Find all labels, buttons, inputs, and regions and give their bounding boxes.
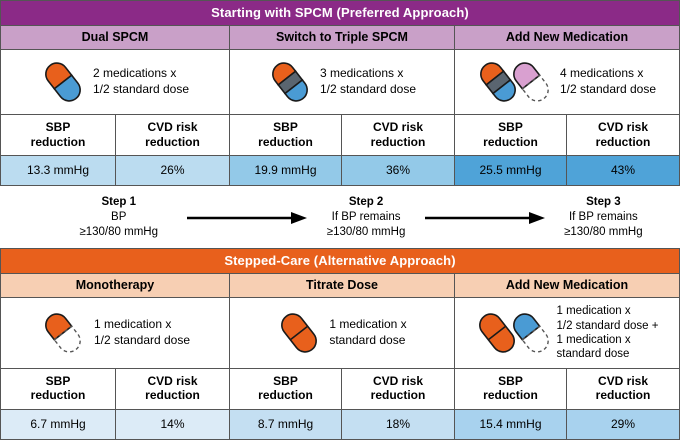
bottom-panel-column-headers: Monotherapy Titrate Dose Add New Medicat…	[1, 274, 679, 299]
metric-value-cvd-monotherapy: 14%	[115, 410, 229, 439]
metric-value-cvd-dual: 26%	[115, 156, 229, 186]
bottom-panel-metric-labels: SBP reduction CVD risk reduction SBP red…	[1, 368, 679, 410]
step-progression: Step 1 BP ≥130/80 mmHg Step 2 If BP rema…	[0, 186, 680, 249]
step-2-title: Step 2	[348, 195, 384, 208]
medication-cell-dual-spcm: 2 medications x 1/2 standard dose	[1, 50, 229, 114]
dual-capsule-orange-blue-icon	[45, 62, 81, 102]
metric-value-sbp-dual: 13.3 mmHg	[1, 156, 115, 186]
medication-description-monotherapy: 1 medication x 1/2 standard dose	[93, 317, 191, 347]
step-3: Step 3 If BP remains ≥130/80 mmHg	[545, 195, 662, 240]
step-1-detail: BP ≥130/80 mmHg	[79, 210, 158, 238]
bottom-panel-medication-row: 1 medication x 1/2 standard dose 1 medic…	[1, 298, 679, 369]
top-panel-medication-row: 2 medications x 1/2 standard dose 3 medi…	[1, 50, 679, 115]
arrow-step1-to-step2-icon	[187, 212, 308, 225]
arrow-step2-to-step3-wrap	[424, 209, 545, 225]
top-panel-title: Starting with SPCM (Preferred Approach)	[1, 1, 679, 26]
medication-cell-monotherapy: 1 medication x 1/2 standard dose	[1, 298, 229, 368]
metric-label-sbp-addnew-top: SBP reduction	[454, 115, 566, 156]
metric-value-sbp-monotherapy: 6.7 mmHg	[1, 410, 115, 439]
metric-value-cvd-addnew-bottom: 29%	[566, 410, 679, 439]
metric-value-cvd-triple: 36%	[341, 156, 454, 186]
triple-capsule-plus-pink-half-capsule-icon	[480, 62, 549, 102]
medication-cell-add-new-medication-bottom: 1 medication x 1/2 standard dose + 1 med…	[454, 298, 679, 368]
top-panel-column-headers: Dual SPCM Switch to Triple SPCM Add New …	[1, 26, 679, 50]
medication-description-dual-spcm: 2 medications x 1/2 standard dose	[92, 66, 190, 96]
metric-label-cvd-addnew-bottom: CVD risk reduction	[566, 368, 679, 409]
column-header-dual-spcm: Dual SPCM	[1, 26, 229, 49]
step-1: Step 1 BP ≥130/80 mmHg	[50, 195, 187, 240]
metric-label-cvd-titrate: CVD risk reduction	[341, 368, 454, 409]
metric-label-cvd-dual: CVD risk reduction	[115, 115, 229, 156]
metric-label-cvd-triple: CVD risk reduction	[341, 115, 454, 156]
top-panel-metric-labels: SBP reduction CVD risk reduction SBP red…	[1, 115, 679, 157]
arrow-step1-to-step2-wrap	[187, 209, 308, 225]
metric-value-cvd-addnew-top: 43%	[566, 156, 679, 186]
bottom-panel-metric-values: 6.7 mmHg 14% 8.7 mmHg 18% 15.4 mmHg 29%	[1, 410, 679, 439]
column-header-switch-to-triple-spcm: Switch to Triple SPCM	[229, 26, 454, 49]
top-panel-metric-values: 13.3 mmHg 26% 19.9 mmHg 36% 25.5 mmHg 43…	[1, 156, 679, 186]
step-3-detail: If BP remains ≥130/80 mmHg	[564, 210, 643, 238]
metric-label-sbp-triple: SBP reduction	[229, 115, 341, 156]
step-3-title: Step 3	[586, 195, 621, 208]
medication-description-titrate-dose: 1 medication x standard dose	[329, 317, 407, 347]
orange-full-capsule-icon	[281, 313, 318, 353]
column-header-add-new-medication-bottom: Add New Medication	[454, 274, 679, 298]
column-header-monotherapy: Monotherapy	[1, 274, 229, 298]
column-header-add-new-medication: Add New Medication	[454, 26, 679, 49]
bottom-panel-title: Stepped-Care (Alternative Approach)	[1, 249, 679, 275]
metric-label-cvd-addnew-top: CVD risk reduction	[566, 115, 679, 156]
step-1-title: Step 1	[101, 195, 136, 208]
metric-value-cvd-titrate: 18%	[341, 410, 454, 439]
medication-description-add-new-medication-top: 4 medications x 1/2 standard dose	[559, 66, 657, 96]
arrow-step2-to-step3-icon	[424, 212, 545, 225]
medication-description-add-new-medication-bottom: 1 medication x 1/2 standard dose + 1 med…	[556, 305, 659, 361]
metric-value-sbp-addnew-bottom: 15.4 mmHg	[454, 410, 566, 439]
metric-label-sbp-dual: SBP reduction	[30, 120, 86, 149]
metric-value-sbp-triple: 19.9 mmHg	[229, 156, 341, 186]
metric-label-sbp-monotherapy: SBP reduction	[30, 373, 86, 403]
column-header-titrate-dose: Titrate Dose	[229, 274, 454, 298]
orange-half-capsule-dashed-icon	[45, 313, 81, 353]
metric-value-sbp-titrate: 8.7 mmHg	[229, 410, 341, 439]
medication-cell-triple-spcm: 3 medications x 1/2 standard dose	[229, 50, 454, 114]
medication-cell-titrate-dose: 1 medication x standard dose	[229, 298, 454, 368]
metric-label-sbp-titrate: SBP reduction	[229, 368, 341, 409]
medication-description-triple-spcm: 3 medications x 1/2 standard dose	[319, 66, 417, 96]
triple-capsule-orange-gray-blue-icon	[272, 62, 308, 102]
orange-full-capsule-plus-blue-half-capsule-dashed-icon	[478, 313, 549, 353]
medication-cell-add-new-medication-top: 4 medications x 1/2 standard dose	[454, 50, 679, 114]
bottom-panel: Stepped-Care (Alternative Approach) Mono…	[0, 248, 680, 440]
top-panel: Starting with SPCM (Preferred Approach) …	[0, 0, 680, 187]
step-2: Step 2 If BP remains ≥130/80 mmHg	[307, 195, 424, 240]
metric-label-cvd-monotherapy: CVD risk reduction	[115, 368, 229, 409]
step-2-detail: If BP remains ≥130/80 mmHg	[326, 210, 406, 238]
metric-value-sbp-addnew-top: 25.5 mmHg	[454, 156, 566, 186]
metric-label-sbp-addnew-bottom: SBP reduction	[454, 368, 566, 409]
